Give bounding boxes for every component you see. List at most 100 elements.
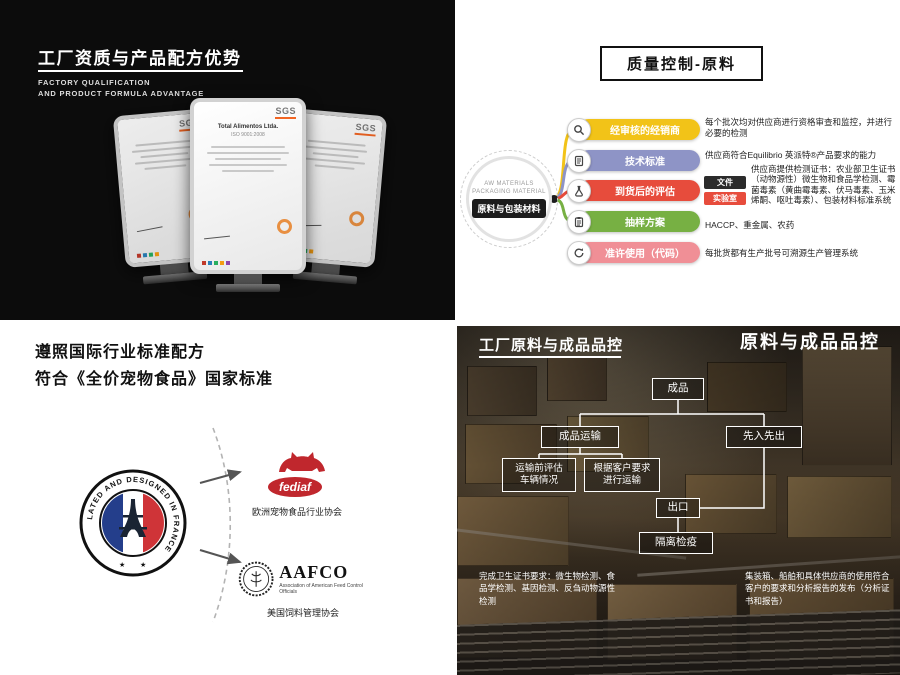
br-title-left: 工厂原料与成品品控 — [479, 337, 624, 354]
certificate: SGS Total Alimentos Ltda. ISO 9001:2008 — [190, 98, 306, 274]
quality-control-title: 质量控制-原料 — [600, 46, 763, 81]
warehouse-box — [787, 476, 892, 538]
factory-qualification-section: 工厂资质与产品配方优势 FACTORY QUALIFICATION AND PR… — [0, 0, 455, 320]
warehouse-box — [802, 346, 892, 466]
tag-laboratory: 实验室 — [704, 192, 746, 205]
certificate-text-line — [207, 152, 289, 154]
node-technical-standards: 技术标准 — [567, 148, 700, 173]
node-description: 每批货都有生产批号可溯源生产管理系统 — [705, 248, 859, 258]
certificate-seal-icon — [348, 210, 365, 227]
flow-finished-product: 成品 — [652, 378, 704, 400]
photo-shade — [457, 326, 900, 675]
flow-label: 成品运输 — [559, 430, 601, 443]
hub-label-en: AW MATERIALS PACKAGING MATERIAL — [472, 180, 546, 196]
node-label: 到货后的评估 — [615, 187, 675, 198]
node-description: 每个批次均对供应商进行资格审查和监控，并进行必要的检测 — [705, 117, 893, 139]
flow-label: 成品 — [667, 382, 689, 395]
sgs-logo: SGS — [275, 106, 296, 119]
flow-label: 出口 — [667, 501, 689, 514]
warehouse-box — [467, 366, 537, 416]
tag-documents: 文件 — [704, 176, 746, 189]
hub-label-zh: 原料与包装材料 — [472, 199, 546, 219]
aafco-caption: 美国饲料管理协会 — [266, 608, 339, 618]
signature-line — [136, 226, 163, 233]
certificate-stand-center: SGS Total Alimentos Ltda. ISO 9001:2008 — [190, 98, 306, 292]
flow-export: 出口 — [656, 498, 700, 518]
hub-en-line: AW MATERIALS — [484, 180, 534, 187]
signature-line — [204, 235, 230, 240]
france-badge: FORMULATED AND DESIGNED IN FRANCE ★ ★ — [74, 461, 188, 583]
star-icon: ★ — [140, 561, 146, 569]
fediaf-logo: fediaf 欧洲宠物食品行业协会 — [252, 446, 342, 518]
node-label: 抽样方案 — [625, 218, 665, 229]
node-description: 供应商符合Equilibrio 英派特®产品要求的能力 — [705, 150, 877, 160]
node-label: 经审核的经销商 — [610, 126, 680, 137]
certificate-text-line — [144, 164, 187, 170]
warehouse-box — [707, 362, 787, 412]
flow-vehicle-check: 运输前评估 车辆情况 — [502, 458, 576, 492]
aafco-subtext: Association of American Feed Control Off… — [279, 583, 363, 595]
flow-quarantine: 隔离检疫 — [639, 532, 713, 554]
certificate-text-line — [215, 158, 281, 160]
node-sampling-plan: 抽样方案 — [567, 209, 700, 234]
br-title-underline — [479, 356, 621, 358]
warehouse-box — [547, 356, 607, 401]
document-icon — [567, 148, 591, 173]
note-health-certificate: 完成卫生证书要求：微生物检测、食品学检测、基因检测、反刍动物源性检测 — [479, 571, 616, 606]
clipboard-icon — [567, 209, 591, 234]
certificate-text-line — [314, 164, 355, 170]
node-description: HACCP、重金属、农药 — [705, 220, 795, 230]
node-label: 技术标准 — [625, 157, 665, 168]
flow-label: 车辆情况 — [519, 475, 558, 486]
flow-first-in-first-out: 先入先出 — [726, 426, 802, 448]
node-arrival-evaluation: 到货后的评估 — [567, 178, 700, 203]
standards-line1: 遵照国际行业标准配方 — [35, 344, 206, 361]
certificate-seal-icon — [277, 219, 292, 234]
aafco-logo: AAFCO Association of American Feed Contr… — [238, 558, 368, 619]
association-arrows — [199, 427, 242, 623]
node-description: 供应商提供检测证书：农业部卫生证书（动物源性）微生物和食品学检测、霉菌毒素（黄曲… — [751, 164, 896, 206]
flow-label: 进行运输 — [602, 475, 641, 486]
sgs-logo: SGS — [354, 121, 377, 137]
node-label: 准许使用（代码） — [605, 249, 685, 260]
certificate-text-line — [222, 170, 274, 172]
section-subtitle: FACTORY QUALIFICATION AND PRODUCT FORMUL… — [38, 77, 204, 100]
magnifier-icon — [567, 117, 591, 142]
stand-base — [216, 284, 280, 292]
quality-control-section: 质量控制-原料 AW MATERIALS PACKAGING MATERIAL … — [455, 0, 900, 320]
fediaf-logo-icon: fediaf — [268, 452, 325, 497]
eiffel-tower-icon — [119, 499, 147, 537]
certificate-subtitle: ISO 9001:2008 — [231, 132, 265, 138]
accreditation-marks — [202, 261, 230, 265]
certificate-text-line — [140, 152, 189, 159]
flow-label: 隔离检疫 — [655, 536, 697, 549]
certificate-text-line — [211, 146, 285, 148]
node-approved-use-code: 准许使用（代码） — [567, 240, 700, 265]
stand-neck — [234, 274, 262, 284]
french-flag — [102, 492, 164, 554]
star-icon: ★ — [119, 561, 125, 569]
certificate-text-line — [209, 164, 287, 166]
aafco-row: AAFCO Association of American Feed Contr… — [238, 558, 368, 600]
accreditation-marks — [136, 252, 160, 258]
flowchart-lines — [538, 400, 765, 532]
fediaf-wordmark: fediaf — [279, 480, 312, 494]
title-underline — [38, 70, 243, 72]
finished-product-qc-section: 工厂原料与成品品控 原料与成品品控 成品 成品运输 先入先出 运输前评估 车辆情… — [457, 326, 900, 675]
flow-product-transport: 成品运输 — [541, 426, 619, 448]
warehouse-box — [685, 474, 777, 534]
note-container-requirements: 集装箱、船舶和具体供应商的使用符合客户的要求和分析报告的发布（分析证书和报告） — [745, 571, 890, 606]
certificate-displays: SGS SGS — [112, 98, 388, 313]
aafco-seal-icon — [238, 561, 274, 597]
flow-customer-transport: 根据客户要求 进行运输 — [584, 458, 660, 492]
hub-en-line: PACKAGING MATERIAL — [472, 189, 546, 195]
standards-section: 遵照国际行业标准配方 符合《全价宠物食品》国家标准 FORMULATED AND — [0, 320, 455, 675]
standards-line2: 符合《全价宠物食品》国家标准 — [35, 371, 274, 388]
flask-icon — [567, 178, 591, 203]
aafco-wordmark: AAFCO — [279, 562, 349, 582]
subtitle-line: FACTORY QUALIFICATION — [38, 78, 151, 87]
flow-label: 先入先出 — [743, 430, 785, 443]
section-title: 工厂资质与产品配方优势 — [38, 49, 242, 68]
aafco-wordmark-block: AAFCO Association of American Feed Contr… — [279, 563, 368, 595]
